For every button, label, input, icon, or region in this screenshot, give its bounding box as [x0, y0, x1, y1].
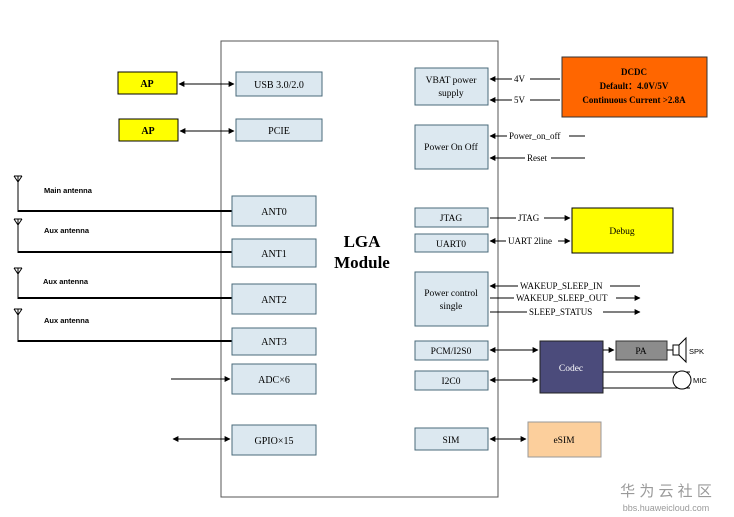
uart-label: UART0 [436, 240, 466, 250]
esim-label: eSIM [553, 436, 575, 446]
codec-label: Codec [559, 364, 583, 374]
power-on-off-box [414, 124, 489, 170]
i2c-label: I2C0 [442, 377, 461, 387]
power-control-label-2: single [440, 302, 463, 312]
mic-icon [672, 370, 692, 390]
power-control-label-1: Power control [424, 289, 478, 299]
antenna-label-0: Main antenna [44, 186, 93, 195]
pcm-label: PCM/I2S0 [431, 347, 472, 357]
sim-label: SIM [443, 436, 460, 446]
adc-label: ADC×6 [258, 375, 290, 386]
module-title-line1: LGA [344, 232, 382, 251]
speaker-icon [672, 336, 687, 364]
ap-label-1: AP [140, 79, 153, 90]
power-on-off-signal: Power_on_off [509, 131, 560, 141]
pa-label: PA [635, 347, 646, 357]
antenna-3 [13, 308, 232, 342]
module-title-line2: Module [334, 253, 390, 272]
dcdc-label-2: Default：4.0V/5V [600, 81, 669, 91]
v5-label: 5V [514, 95, 526, 105]
dcdc-label-1: DCDC [621, 67, 647, 77]
ant3-label: ANT3 [261, 337, 287, 348]
gpio-label: GPIO×15 [255, 436, 294, 447]
adc-box [231, 363, 317, 395]
ant0-label: ANT0 [261, 207, 287, 218]
usb-box [235, 71, 323, 97]
vbat-label-1: VBAT power [426, 76, 478, 86]
ant2-box [231, 283, 317, 315]
uart-signal: UART 2line [508, 236, 552, 246]
antenna-label-3: Aux antenna [44, 316, 90, 325]
antenna-label-2: Aux antenna [43, 277, 89, 286]
wakeup-out-signal: WAKEUP_SLEEP_OUT [516, 293, 608, 303]
ant3-box [231, 327, 317, 356]
vbat-label-2: supply [438, 89, 464, 99]
i2c-box [414, 370, 489, 391]
jtag-signal: JTAG [518, 213, 540, 223]
power-on-off-label: Power On Off [424, 142, 478, 153]
ant0-box [231, 195, 317, 227]
watermark-url: bbs.huaweicloud.com [623, 503, 710, 513]
antenna-0 [13, 175, 232, 212]
usb-label: USB 3.0/2.0 [254, 80, 304, 91]
sim-box [414, 427, 489, 451]
pcie-box [235, 118, 323, 142]
ap-label-2: AP [141, 126, 154, 137]
debug-box [571, 207, 674, 254]
lga-module-box [220, 40, 499, 498]
antenna-1 [13, 218, 232, 253]
pcie-label: PCIE [268, 126, 290, 137]
spk-label: SPK [689, 347, 704, 356]
ant1-box [231, 238, 317, 268]
codec-box [539, 340, 604, 394]
dcdc-label-3: Continuous Current >2.8A [582, 95, 686, 105]
jtag-box [414, 207, 489, 228]
ap-box-1 [117, 71, 178, 95]
jtag-label: JTAG [440, 214, 463, 224]
debug-label: Debug [609, 227, 635, 237]
v4-label: 4V [514, 74, 526, 84]
power-control-box [414, 271, 489, 327]
sleep-status-signal: SLEEP_STATUS [529, 307, 592, 317]
ant1-label: ANT1 [261, 249, 287, 260]
ant2-label: ANT2 [261, 295, 287, 306]
watermark-title: 华 为 云 社 区 [620, 483, 712, 500]
wakeup-in-signal: WAKEUP_SLEEP_IN [520, 281, 603, 291]
antenna-2 [13, 267, 232, 299]
gpio-box [231, 424, 317, 456]
dcdc-box [561, 56, 708, 118]
ap-box-2 [118, 118, 179, 142]
esim-box [527, 421, 602, 458]
uart-box [414, 233, 489, 253]
vbat-box [414, 67, 489, 106]
reset-signal: Reset [527, 153, 547, 163]
pcm-box [414, 340, 489, 361]
antenna-label-1: Aux antenna [44, 226, 90, 235]
mic-label: MIC [693, 376, 707, 385]
